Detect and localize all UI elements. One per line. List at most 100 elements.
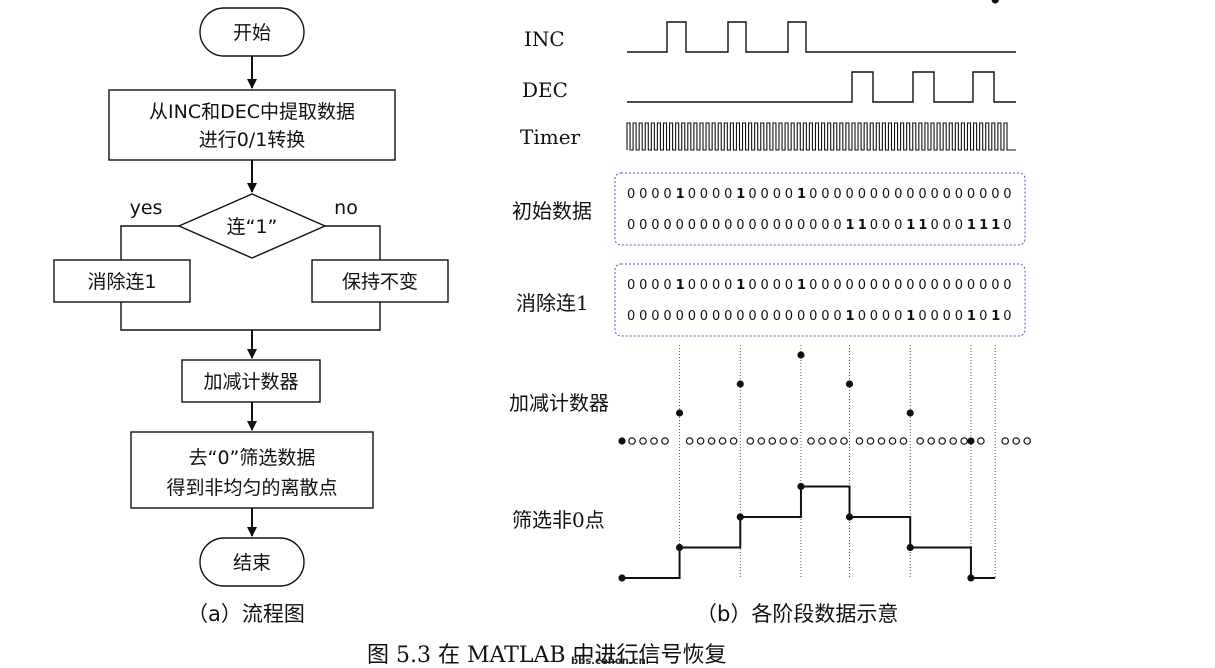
bit-initial_row2-13: 0 [785,218,793,233]
bit-initial_row1-31: 0 [1003,187,1011,202]
bit-initial_row1-20: 0 [870,187,878,202]
bit-initial_row2-17: 0 [833,218,841,233]
bit-initial_row2-6: 0 [700,218,708,233]
step-point-3 [797,482,805,491]
yes-branch [120,225,179,260]
counter-box [181,359,321,403]
decision-label: 连“1” [227,216,278,238]
bit-initial_row2-1: 0 [639,218,647,233]
step-point-0 [618,574,626,582]
extract-label-1: 从INC和DEC中提取数据 [149,101,355,123]
bit-removed_row1-3: 0 [663,278,671,293]
bit-removed_row2-19: 0 [858,309,866,324]
counter-zero-dot [685,437,694,445]
step-point-4 [845,513,854,521]
dec-waveform [627,71,1016,103]
counter-zero-dot [1001,437,1010,445]
initial-data-frame [614,172,1026,246]
remove-box [53,259,191,303]
bit-removed_row2-30: 1 [991,309,1000,324]
counter-zero-dot [746,437,755,445]
bit-initial_row2-8: 0 [724,218,732,233]
counter-zero-dot [829,437,837,445]
bit-removed_row1-2: 0 [651,278,659,293]
bit-initial_row1-6: 0 [700,187,708,202]
bit-initial_row1-9: 1 [736,187,745,202]
bit-initial_row1-27: 0 [955,187,963,202]
counter-zero-dot [790,437,799,445]
bit-removed_row2-16: 0 [821,309,829,324]
bit-removed_row2-31: 0 [1003,309,1011,324]
removed-data-frame [614,263,1026,337]
bit-initial_row1-3: 0 [663,187,671,202]
counter-event-dot-6 [991,0,999,4]
bit-removed_row1-20: 0 [870,278,878,293]
inc-label: INC [524,27,565,51]
counter-event-dot-0 [675,409,684,417]
signals-caption: （b）各阶段数据示意 [696,602,898,626]
bit-initial_row1-30: 0 [991,187,999,202]
bit-initial_row1-14: 1 [797,187,806,202]
filter-label-1: 去“0”筛选数据 [189,447,316,469]
bit-removed_row2-2: 0 [651,309,659,324]
remove-label: 消除连1 [87,271,156,293]
counter-zero-dot [949,437,958,445]
bit-initial_row1-4: 1 [676,187,685,202]
extract-box [108,89,396,161]
bit-initial_row2-25: 0 [931,218,939,233]
bit-removed_row2-8: 0 [724,309,732,324]
bit-removed_row2-0: 0 [627,309,635,324]
step-point-5 [906,543,914,552]
counter-event-dot-1 [736,380,744,388]
counter-zero-dot [938,437,947,445]
bit-removed_row2-23: 1 [906,309,915,324]
bit-removed_row2-9: 0 [736,309,744,324]
bit-initial_row1-10: 0 [748,187,756,202]
bit-removed_row1-13: 0 [785,278,793,293]
bit-initial_row2-3: 0 [663,218,671,233]
counter-zero-dot [639,437,647,445]
bit-initial_row2-22: 0 [894,218,902,233]
bit-removed_row2-21: 0 [882,309,890,324]
inc-waveform [627,21,1016,53]
counter-zero-dot [696,437,705,445]
bit-removed_row1-0: 0 [627,278,635,293]
counter-event-dot-3 [845,380,854,388]
bit-initial_row1-26: 0 [943,187,951,202]
bit-removed_row2-22: 0 [894,309,902,324]
keep-box [311,259,449,303]
bit-removed_row1-21: 0 [882,278,890,293]
counter-zero-dot [877,437,886,445]
flowchart [53,7,449,587]
bit-removed_row1-8: 0 [724,278,732,293]
bit-initial_row1-17: 0 [833,187,841,202]
bit-removed_row2-7: 0 [712,309,720,324]
filtered-step-plot [618,482,996,582]
counter-zero-dot [757,437,766,445]
counter-zero-dot [807,437,815,445]
step-line [622,485,996,579]
bit-removed_row2-24: 0 [918,309,926,324]
bit-initial_row2-9: 0 [736,218,744,233]
bit-initial_row2-10: 0 [748,218,756,233]
bit-initial_row2-0: 0 [627,218,635,233]
bit-removed_row1-25: 0 [931,278,939,293]
counter-zero-dot [888,437,897,445]
bit-initial_row1-18: 0 [846,187,854,202]
bit-removed_row2-28: 1 [967,309,976,324]
bit-removed_row2-5: 0 [688,309,696,324]
timer-pulses [626,122,1016,151]
counter-zero-dot [729,437,738,445]
bit-initial_row1-0: 0 [627,187,635,202]
bit-removed_row1-19: 0 [858,278,866,293]
bit-removed_row2-3: 0 [663,309,671,324]
counter-zero-dot [927,437,936,445]
counter-zero-dot [840,437,848,445]
bit-initial_row1-24: 0 [918,187,926,202]
bit-removed_row2-12: 0 [773,309,781,324]
counter-zero-dot [960,437,969,445]
bit-initial_row2-27: 0 [955,218,963,233]
counter-zero-dot [1023,437,1031,445]
bit-initial_row2-16: 0 [821,218,829,233]
